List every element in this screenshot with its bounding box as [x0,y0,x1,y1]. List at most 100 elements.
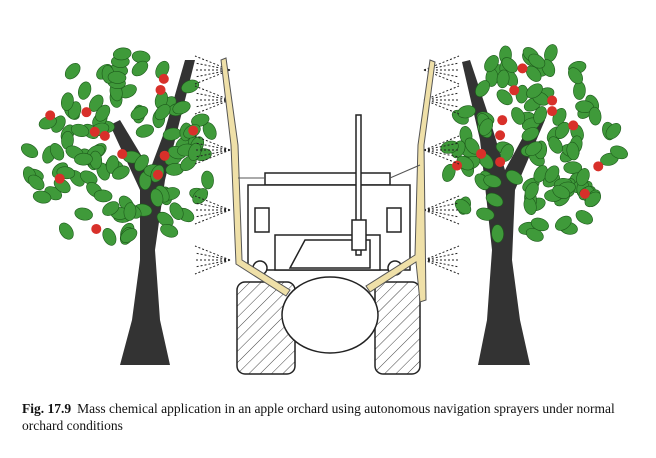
tractor-roof [264,172,391,186]
apple [509,85,520,96]
leaf [491,224,504,243]
apple [476,148,487,159]
leaf [135,124,154,138]
spray-line [423,149,460,158]
leaf [74,152,93,166]
leaf [610,145,628,160]
left-boom [220,57,291,297]
leaf [525,141,543,157]
mast-box [351,219,367,251]
leaf [123,202,137,221]
leaf [528,53,546,69]
spray-line [423,209,460,225]
leaf [155,60,170,79]
leaf [524,181,539,200]
leaf [80,170,98,185]
leaf [32,190,52,204]
leaf [521,127,540,142]
apple [452,160,463,171]
spray-tank [281,276,379,354]
apple [497,115,508,126]
spray-line [194,259,231,268]
leaf [501,57,518,73]
leaf [533,106,547,125]
leaf [544,165,560,183]
spray-line [194,259,231,275]
leaf [107,71,127,84]
leaf [61,92,74,111]
spray-line [423,252,460,261]
apple [188,125,199,136]
leaf [74,207,93,221]
leaf [548,136,563,154]
spray-line [423,202,460,211]
leaf [130,105,149,121]
leaf [555,121,570,139]
apple [99,130,110,141]
apple [517,63,528,74]
leaf [476,207,495,221]
leaf [156,211,174,227]
leaf [172,100,191,115]
leaf [191,113,210,127]
spray-line [194,209,231,225]
leaf [575,210,593,225]
apple [117,149,128,160]
apple [568,120,579,131]
leaf [181,79,200,94]
leaf [49,143,65,161]
leaf [102,228,117,246]
leaf [484,55,499,73]
spray-line [194,142,231,151]
leaf [131,60,149,77]
spray-line [194,209,231,218]
orchard-sprayer-illustration [20,44,628,375]
apple [91,223,102,234]
apple [54,173,65,184]
leaf [112,165,130,180]
leaf [496,69,510,89]
spray-line [194,149,231,158]
spray-line [194,99,231,108]
leaf [563,161,583,174]
leaf [454,198,472,215]
leaf [511,107,526,125]
leaf [525,65,542,82]
apple [45,110,56,121]
leaf [154,104,171,121]
spray-line [423,209,460,218]
tractor-seat [288,239,371,269]
tractor-window-right [386,207,402,233]
leaf [566,141,580,161]
leaf [20,143,39,158]
leaf [485,192,504,207]
spray-booms [220,57,436,303]
leaf [58,222,74,240]
right-tire [374,281,421,375]
apple [547,95,558,106]
spray-line [423,259,460,268]
spray-line [194,245,231,261]
leaf [505,169,523,185]
apple [593,161,604,172]
apple [495,156,506,167]
leaf [573,81,586,100]
apple [81,107,92,118]
leaf [478,118,494,136]
leaf [555,215,572,231]
apple [579,188,590,199]
leaf [496,89,513,106]
apple [159,150,170,161]
leaf [64,63,81,80]
tractor [236,114,421,375]
spray-line [423,195,460,211]
leaf [552,185,571,199]
leaf [70,123,90,137]
spray-mast [355,114,362,256]
spray-line [423,142,460,151]
leaf [112,47,132,61]
leaf [442,163,456,182]
leaf [78,81,92,100]
spray-line [423,259,460,275]
